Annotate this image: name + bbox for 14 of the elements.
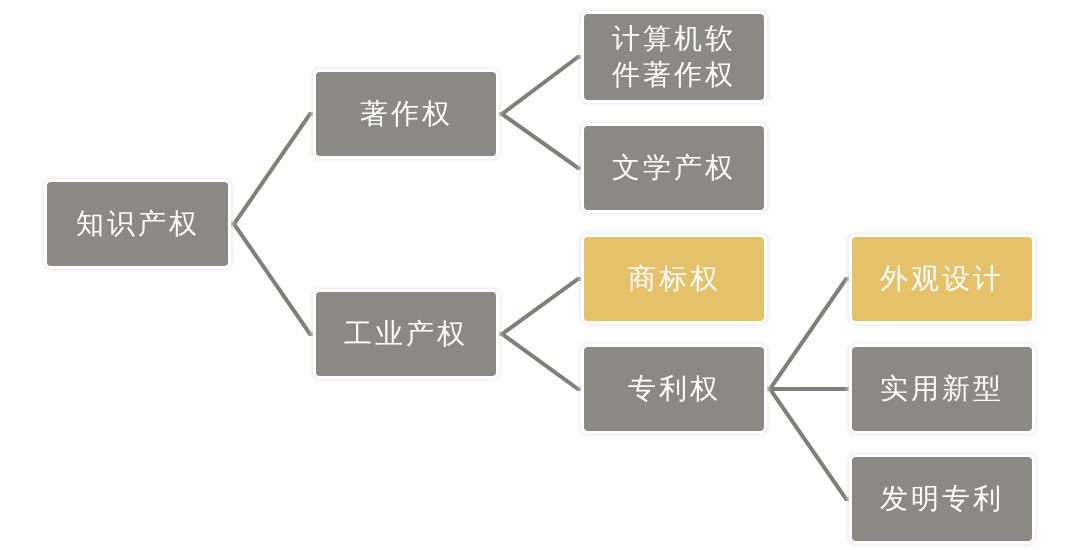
category-box: 实用新型 [852,347,1032,431]
category-box: 计算机软件著作权 [584,14,764,100]
category-box: 外观设计 [852,237,1032,321]
category-box: 工业产权 [316,292,496,376]
connector-line [496,112,584,170]
category-box: 发明专利 [852,457,1032,541]
category-box: 专利权 [584,347,764,431]
connector-line [764,387,852,501]
connector-line [228,222,316,336]
category-box: 商标权 [584,237,764,321]
category-box: 文学产权 [584,126,764,210]
category-box: 著作权 [316,72,496,156]
category-box: 知识产权 [47,182,228,266]
connector-line [496,332,584,391]
